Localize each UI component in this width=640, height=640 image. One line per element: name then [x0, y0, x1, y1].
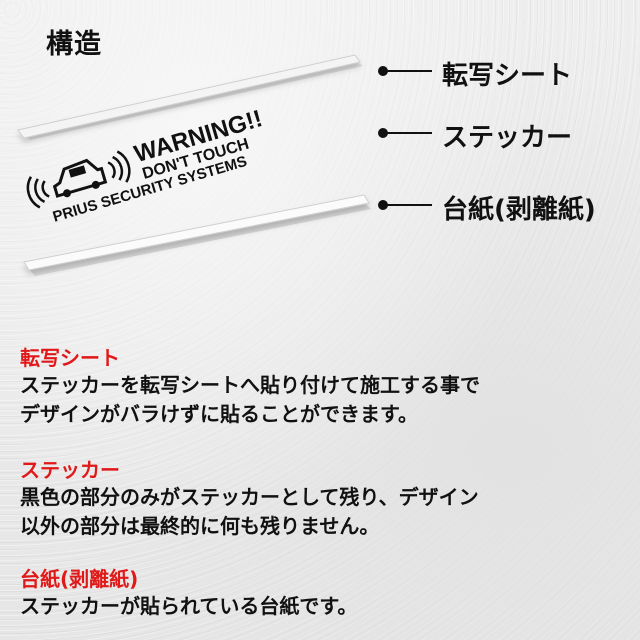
label-sticker: ステッカー: [442, 123, 573, 153]
callout-lines: [378, 66, 432, 210]
description-body: ステッカーを転写シートへ貼り付けて施工する事で デザインがバラけずに貼ることがで…: [20, 373, 480, 426]
description-title: 台紙(剥離紙): [20, 567, 139, 591]
description-title: ステッカー: [20, 458, 120, 482]
backing-paper-layer: [23, 194, 371, 276]
description-title: 転写シート: [20, 346, 120, 370]
description-body: 黒色の部分のみがステッカーとして残り、デザイン 以外の部分は最終的に何も残りませ…: [20, 485, 479, 538]
layer-diagram: WARNING!! DON'T TOUCH PRIUS SECURITY SYS…: [17, 54, 432, 276]
signal-waves-icon: [26, 150, 131, 209]
description-transfer-sheet: 転写シート ステッカーを転写シートへ貼り付けて施工する事で デザインがバラけずに…: [20, 345, 632, 429]
page-title: 構造: [46, 29, 102, 60]
label-transfer-sheet: 転写シート: [442, 61, 573, 91]
car-icon: [52, 158, 108, 198]
description-body: ステッカーが貼られている台紙です。: [20, 594, 358, 618]
transfer-sheet-layer: [17, 54, 363, 140]
description-backing-paper: 台紙(剥離紙) ステッカーが貼られている台紙です。: [20, 566, 632, 621]
description-sticker: ステッカー 黒色の部分のみがステッカーとして残り、デザイン 以外の部分は最終的に…: [20, 457, 632, 541]
label-backing-paper: 台紙(剥離紙): [442, 195, 596, 225]
